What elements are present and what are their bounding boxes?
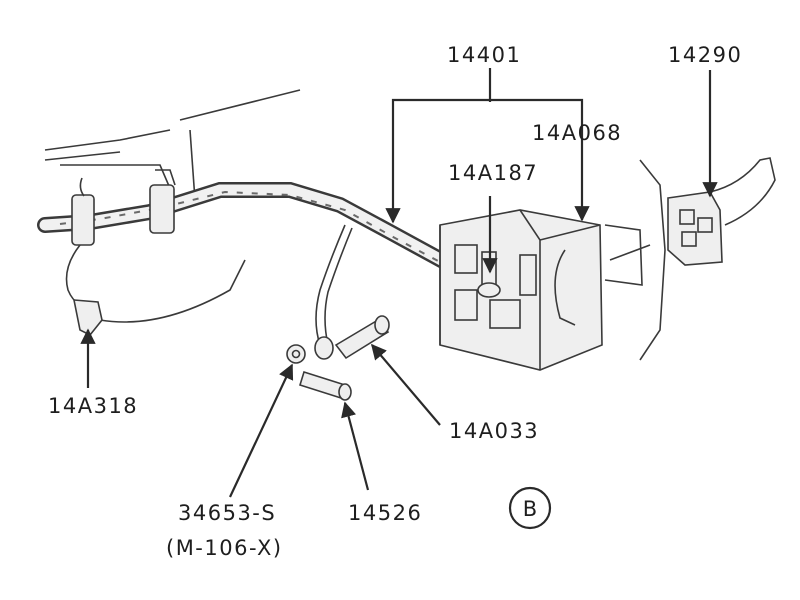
harness-clip-left xyxy=(71,177,95,246)
ground-wire-14A318 xyxy=(65,244,103,337)
bolt-14526 xyxy=(299,370,352,401)
label-34653-S: 34653-S xyxy=(178,501,276,525)
view-marker: B xyxy=(508,486,552,530)
label-14A187: 14A187 xyxy=(448,161,538,185)
switch-body xyxy=(439,209,643,371)
nut-34653-S xyxy=(286,344,306,364)
label-14290: 14290 xyxy=(668,43,742,67)
label-14A318: 14A318 xyxy=(48,394,138,418)
body-panel-outline xyxy=(44,89,666,361)
pigtail-wire xyxy=(314,224,353,360)
wiring-harness xyxy=(37,182,453,270)
terminal-14A033 xyxy=(334,315,390,360)
label-14401: 14401 xyxy=(447,43,521,67)
label-M-106-X: (M-106-X) xyxy=(166,536,283,560)
label-14A068: 14A068 xyxy=(532,121,622,145)
label-14A033: 14A033 xyxy=(449,419,539,443)
harness-clip-right xyxy=(149,169,176,234)
view-marker-letter: B xyxy=(523,497,537,521)
leader-lines xyxy=(80,68,718,498)
connector-14290 xyxy=(667,157,776,266)
label-14526: 14526 xyxy=(348,501,422,525)
